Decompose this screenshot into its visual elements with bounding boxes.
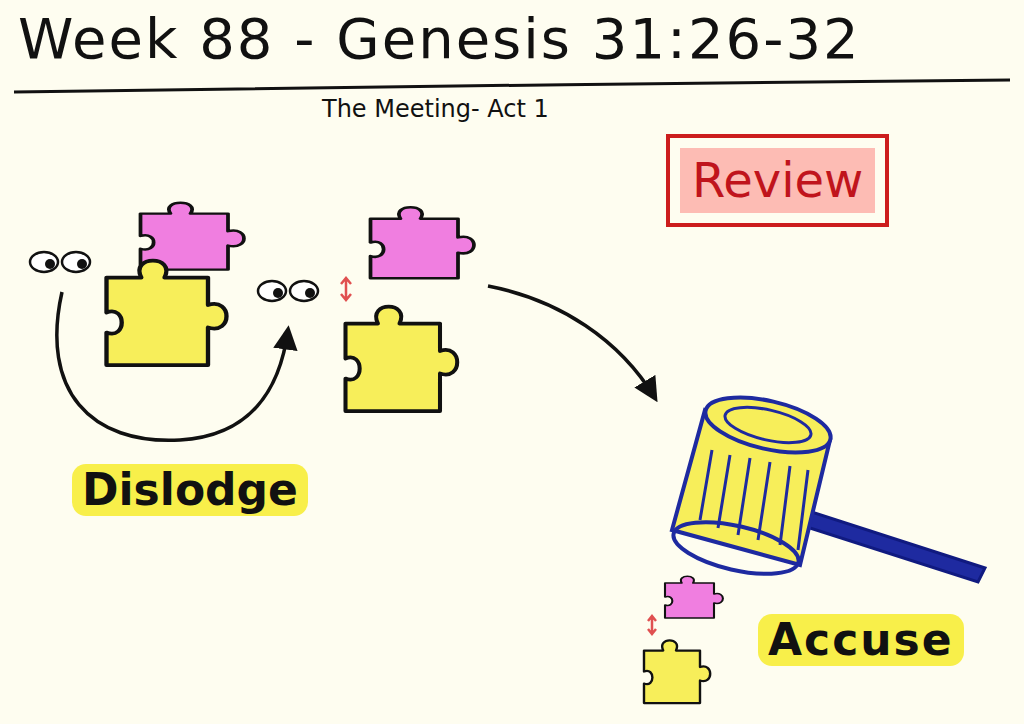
curved-arrow <box>57 292 288 440</box>
puzzle-piece <box>107 261 227 365</box>
separation-arrow <box>341 278 351 300</box>
title-underline <box>14 80 1010 92</box>
review-box: Review <box>666 134 889 227</box>
puzzle-piece <box>346 307 458 411</box>
flow-arrow <box>488 286 655 398</box>
action-label: Dislodge <box>72 464 308 516</box>
separation-arrow <box>648 616 656 634</box>
subtitle: The Meeting- Act 1 <box>322 96 549 122</box>
box-text: Review <box>692 154 863 207</box>
puzzle-piece <box>644 640 710 703</box>
action-label: Accuse <box>758 614 964 666</box>
eyes <box>258 281 318 301</box>
gavel <box>669 387 985 584</box>
puzzle-piece <box>371 207 474 278</box>
title: Week 88 - Genesis 31:26-32 <box>18 8 861 70</box>
puzzle-piece <box>665 576 723 618</box>
eyes <box>30 252 90 272</box>
